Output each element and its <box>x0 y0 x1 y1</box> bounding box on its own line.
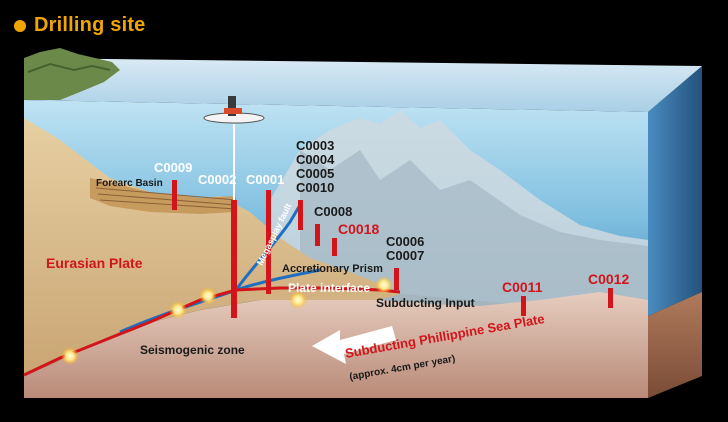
coast-land <box>24 48 120 100</box>
label-forearc-basin: Forearc Basin <box>96 178 163 189</box>
borehole-c0018 <box>332 238 337 256</box>
borehole-c0012 <box>608 288 613 308</box>
header: Drilling site <box>14 14 146 37</box>
seismic-star-icon <box>169 301 187 319</box>
subduction-arrow-icon <box>312 326 396 364</box>
borehole-c0008 <box>315 224 320 246</box>
site-label-c0004: C0004 <box>296 152 335 167</box>
plate-interface-line <box>23 286 401 377</box>
sea-surface <box>24 58 702 112</box>
borehole-c0006 <box>394 268 399 290</box>
label-plate-interface: Plate interface <box>288 281 370 295</box>
borehole-c0010 <box>298 200 303 230</box>
borehole-c0011 <box>521 296 526 316</box>
seismic-star-icon <box>61 347 79 365</box>
borehole-c0009 <box>172 180 177 210</box>
site-label-c0008: C0008 <box>314 204 352 219</box>
bullet-icon <box>14 19 26 32</box>
site-label-c0010: C0010 <box>296 180 334 195</box>
seismic-star-icon <box>375 276 393 294</box>
site-labels: C0009 C0002 C0001 C0003 C0004 C0005 C001… <box>154 138 629 295</box>
site-label-c0006: C0006 <box>386 234 424 249</box>
seafloor-relief-shade <box>300 150 648 316</box>
site-label-c0003: C0003 <box>296 138 334 153</box>
forearc-layers <box>95 187 237 210</box>
label-eurasian-plate: Eurasian Plate <box>46 255 143 271</box>
drill-ship-icon <box>203 96 265 124</box>
page-title: Drilling site <box>34 14 146 36</box>
borehole-c0001 <box>266 190 271 294</box>
eurasian-plate-sediment <box>24 118 400 375</box>
block-side-rock <box>648 292 702 398</box>
label-subducting-input: Subducting Input <box>376 296 475 310</box>
drill-holes <box>172 180 613 318</box>
coast-ridge <box>27 62 111 73</box>
seismic-star-icon <box>289 291 307 309</box>
forearc-basin <box>90 178 236 214</box>
site-label-c0007: C0007 <box>386 248 424 263</box>
site-label-c0001: C0001 <box>246 172 284 187</box>
seismic-star-icon <box>199 287 217 305</box>
seismic-events <box>61 276 393 365</box>
label-accretionary-prism: Accretionary Prism <box>282 263 383 275</box>
site-label-c0018: C0018 <box>338 221 379 237</box>
site-label-c0002: C0002 <box>198 172 236 187</box>
site-label-c0012: C0012 <box>588 271 629 287</box>
site-label-c0005: C0005 <box>296 166 334 181</box>
block-side-water <box>648 66 702 316</box>
site-label-c0011: C0011 <box>502 279 543 295</box>
borehole-c0002 <box>231 200 237 318</box>
site-label-c0009: C0009 <box>154 160 192 175</box>
label-seismogenic-zone: Seismogenic zone <box>140 343 245 357</box>
